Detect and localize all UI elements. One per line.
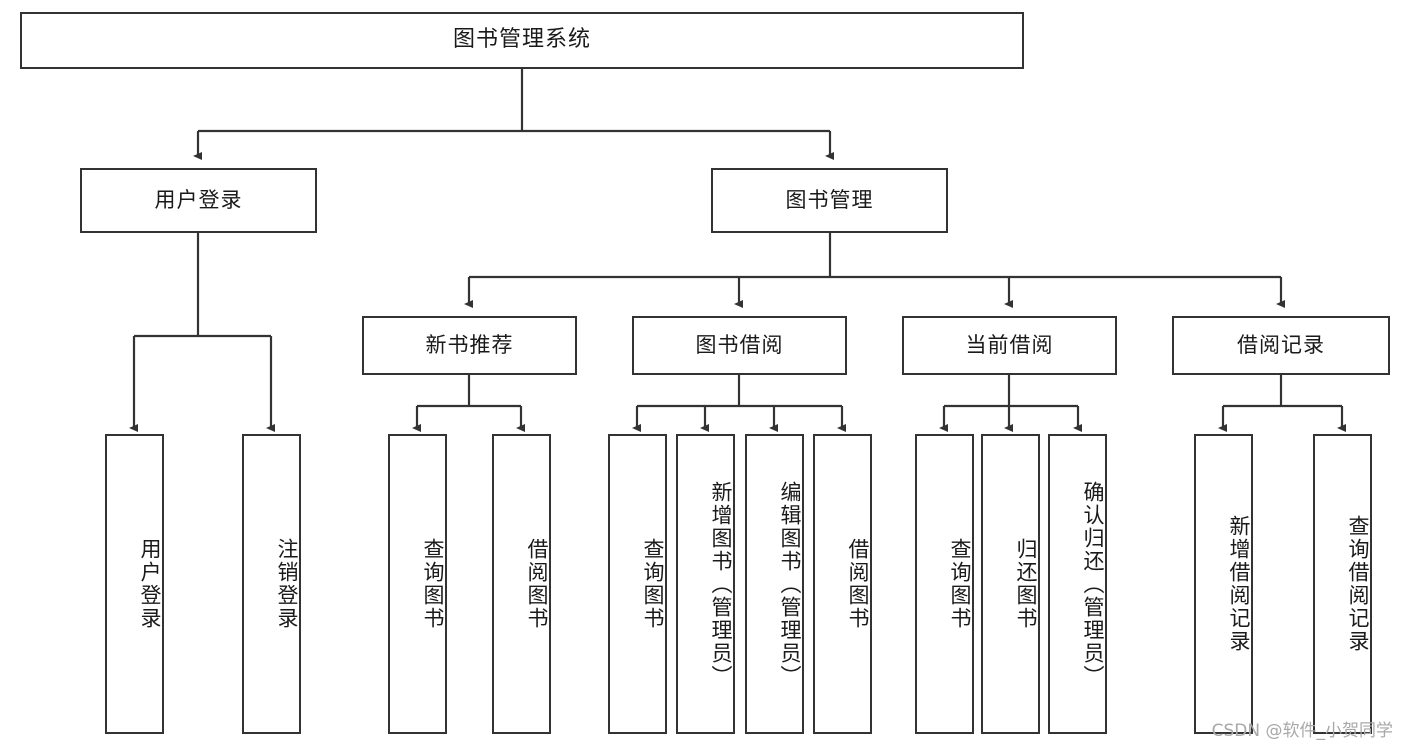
leaf-borrow-borrow-book[interactable]: 借阅图书 xyxy=(813,434,872,734)
leaf-recommend-borrow-book[interactable]: 借阅图书 xyxy=(492,434,551,734)
leaf-logout[interactable]: 注销登录 xyxy=(242,434,301,734)
node-new-book-recommendation[interactable]: 新书推荐 xyxy=(362,316,577,375)
leaf-record-add-borrow-record[interactable]: 新增借阅记录 xyxy=(1194,434,1253,734)
node-label: 新书推荐 xyxy=(425,332,514,357)
node-borrowing-records[interactable]: 借阅记录 xyxy=(1172,316,1390,375)
node-book-borrowing[interactable]: 图书借阅 xyxy=(632,316,847,375)
node-label: 查询借阅记录 xyxy=(1346,515,1370,653)
leaf-current-confirm-return-admin[interactable]: 确认归还（管理员） xyxy=(1048,434,1107,734)
node-label: 图书管理 xyxy=(785,187,874,212)
leaf-recommend-query-book[interactable]: 查询图书 xyxy=(388,434,447,734)
leaf-current-query-book[interactable]: 查询图书 xyxy=(915,434,974,734)
node-label: 归还图书 xyxy=(1014,538,1038,630)
node-root-book-management-system[interactable]: 图书管理系统 xyxy=(20,12,1024,69)
node-user-login[interactable]: 用户登录 xyxy=(80,168,317,233)
node-label: 查询图书 xyxy=(421,538,445,630)
node-label: 确认归还（管理员） xyxy=(1081,480,1105,688)
node-label: 图书管理系统 xyxy=(452,27,591,53)
node-book-management[interactable]: 图书管理 xyxy=(711,168,948,233)
node-label: 查询图书 xyxy=(641,538,665,630)
leaf-borrow-add-book-admin[interactable]: 新增图书（管理员） xyxy=(676,434,735,734)
leaf-borrow-query-book[interactable]: 查询图书 xyxy=(608,434,667,734)
node-label: 编辑图书（管理员） xyxy=(778,480,802,688)
node-label: 图书借阅 xyxy=(695,332,784,357)
node-label: 新增图书（管理员） xyxy=(709,480,733,688)
leaf-user-login[interactable]: 用户登录 xyxy=(105,434,164,734)
node-label: 查询图书 xyxy=(948,538,972,630)
leaf-record-query-borrow-record[interactable]: 查询借阅记录 xyxy=(1313,434,1372,734)
node-label: 用户登录 xyxy=(138,538,162,630)
node-label: 借阅记录 xyxy=(1237,332,1325,357)
csdn-watermark: CSDN @软件_小贺同学 xyxy=(1211,721,1393,741)
node-label: 借阅图书 xyxy=(846,538,870,630)
node-label: 用户登录 xyxy=(154,187,243,212)
node-label: 新增借阅记录 xyxy=(1227,515,1251,653)
leaf-current-return-book[interactable]: 归还图书 xyxy=(981,434,1040,734)
node-label: 当前借阅 xyxy=(965,332,1054,357)
node-current-borrowing[interactable]: 当前借阅 xyxy=(902,316,1117,375)
leaf-borrow-edit-book-admin[interactable]: 编辑图书（管理员） xyxy=(745,434,804,734)
node-label: 借阅图书 xyxy=(525,538,549,630)
node-label: 注销登录 xyxy=(275,538,299,630)
